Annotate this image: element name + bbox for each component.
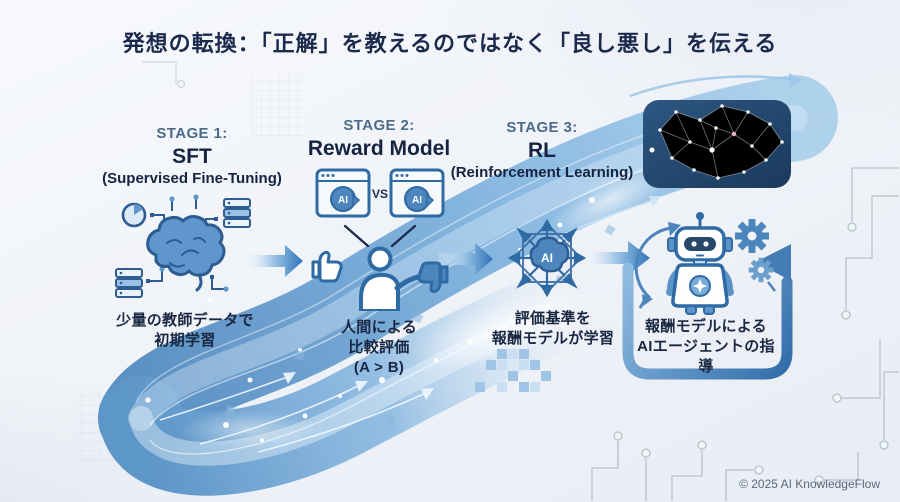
caption-line: 比較評価 xyxy=(348,339,410,357)
caption-line: 少量の教師データで xyxy=(116,312,254,329)
gear-icon xyxy=(748,257,774,283)
stage3-caption: 評価基準を 報酬モデルが学習 xyxy=(461,309,645,349)
ai-label: AI xyxy=(412,195,422,206)
caption-line: 報酬モデルによる xyxy=(645,318,767,335)
ai-label: AI xyxy=(541,251,553,265)
caption-line: 評価基準を xyxy=(514,310,592,327)
feedback-loop-arrow xyxy=(622,244,793,380)
flow-arrow-icon xyxy=(248,245,303,277)
cycle-arrows-icon xyxy=(634,222,776,309)
caption-line: AIエージェントの指導 xyxy=(637,338,775,376)
thumbs-down-icon xyxy=(417,261,449,294)
pixel-mosaic xyxy=(475,349,551,392)
stage3-label: STAGE 3: xyxy=(506,119,578,136)
flow-arrow-icon xyxy=(438,243,493,275)
thumbs-up-icon xyxy=(311,250,343,283)
human-comparison-feedback-icon: AI AI VS xyxy=(305,166,455,311)
stage-flow-arrows xyxy=(248,241,650,277)
stage1-name: SFT xyxy=(172,144,212,168)
stage1-caption: 少量の教師データで 初期学習 xyxy=(90,311,280,351)
vs-label: VS xyxy=(372,187,388,201)
stage2-label: STAGE 2: xyxy=(343,117,415,134)
robot-agent-with-gears-icon xyxy=(628,210,783,315)
neural-network-panel xyxy=(643,100,791,188)
reward-model-learning-icon: AI xyxy=(492,208,600,308)
caption-line: 人間による xyxy=(340,319,418,336)
page-title: 発想の転換：「正解」を教えるのではなく「良し悪し」を伝える xyxy=(122,31,778,56)
stage3-name: RL xyxy=(528,138,556,162)
caption-line: 初期学習 xyxy=(154,332,216,350)
stage2-caption: 人間による 比較評価 (A > B) xyxy=(306,318,452,378)
caption-line: 報酬モデルが学習 xyxy=(491,330,615,348)
stage2-name: Reward Model xyxy=(307,136,451,160)
stage2-header: STAGE 2: Reward Model xyxy=(298,117,460,162)
flow-arrow-icon xyxy=(588,241,650,275)
stage3-subtitle: (Reinforcement Learning) xyxy=(450,164,634,181)
caption-line: (A > B) xyxy=(353,359,405,377)
robot-body xyxy=(666,212,734,315)
output-caption: 報酬モデルによる AIエージェントの指導 xyxy=(630,317,782,377)
brain-with-training-data-icon xyxy=(112,193,257,308)
ai-label: AI xyxy=(338,195,348,206)
stage1-header: STAGE 1: SFT (Supervised Fine-Tuning) xyxy=(92,125,292,189)
gear-icon xyxy=(735,219,769,253)
stage1-subtitle: (Supervised Fine-Tuning) xyxy=(102,170,282,187)
stage1-label: STAGE 1: xyxy=(156,125,228,142)
stage3-header: STAGE 3: RL (Reinforcement Learning) xyxy=(438,119,646,183)
copyright-text: © 2025 AI KnowledgeFlow xyxy=(739,477,880,491)
